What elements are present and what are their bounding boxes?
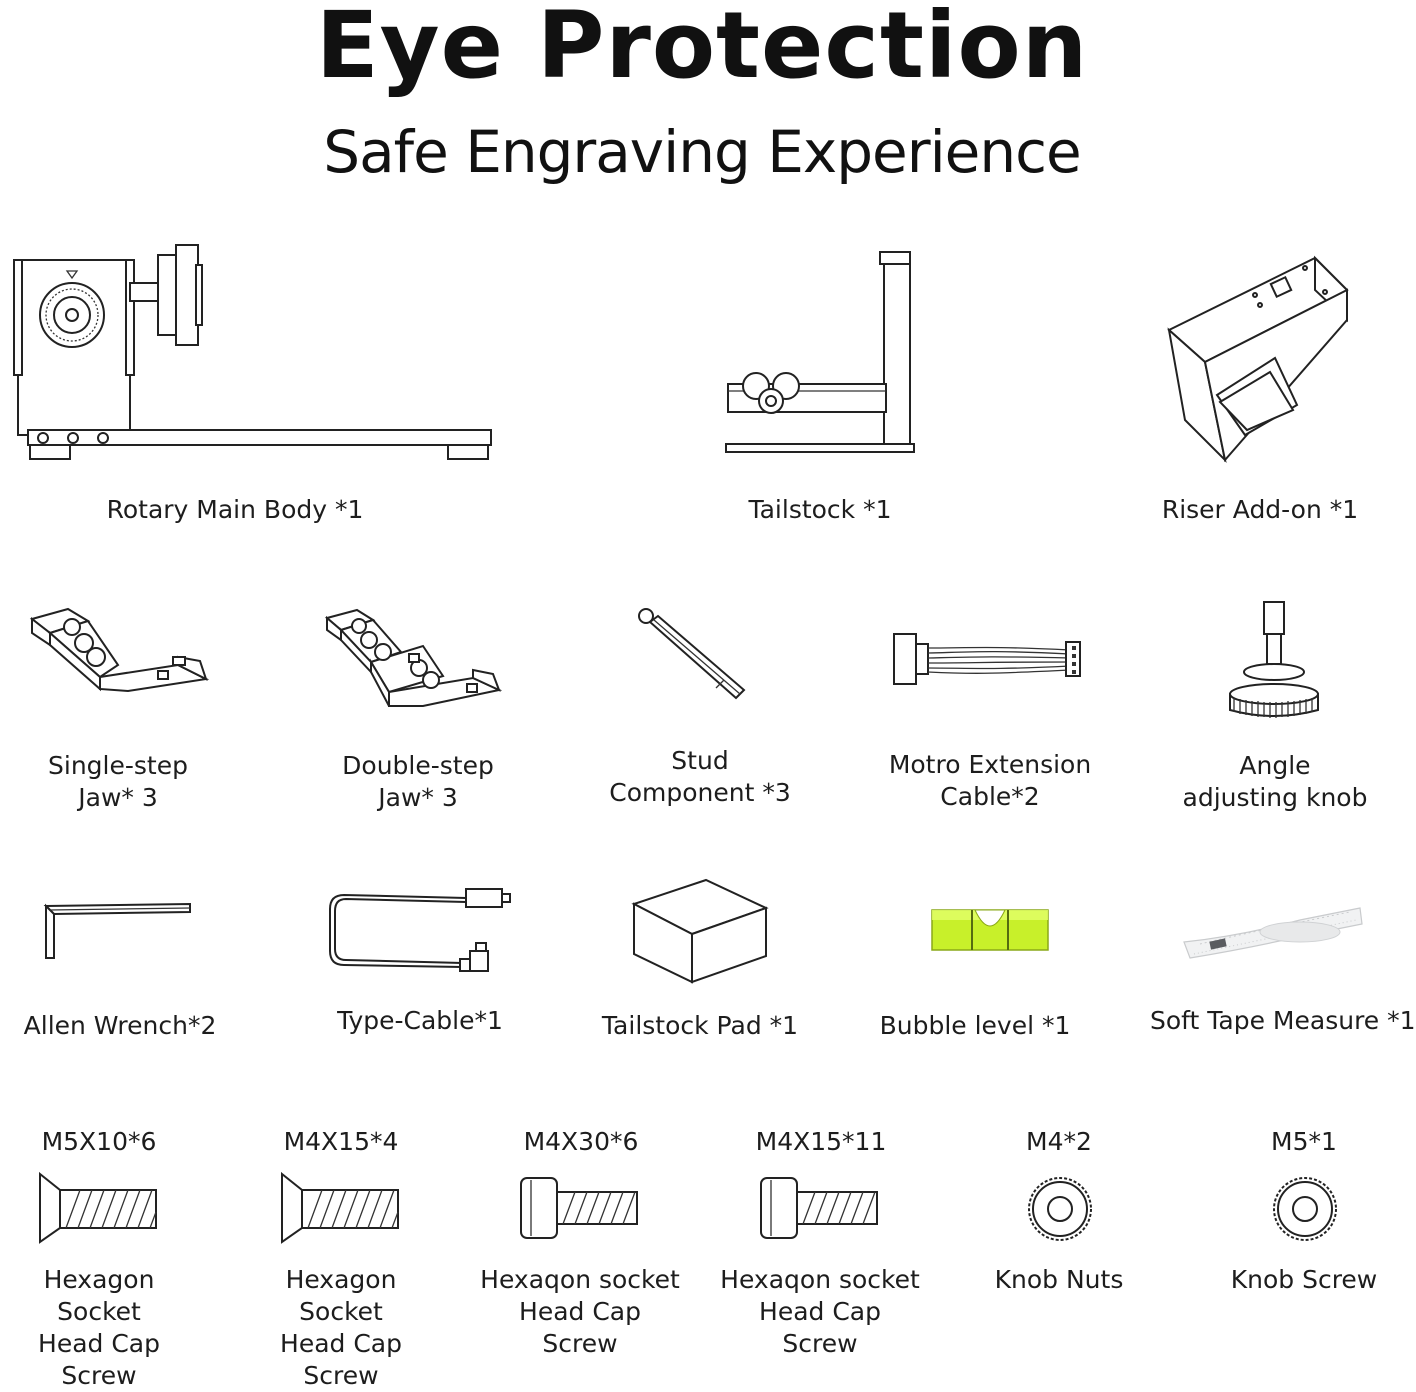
bubble-level-icon (930, 908, 1050, 953)
item-label-tailstock-pad: Tailstock Pad *1 (601, 1011, 799, 1040)
item-label-single-step-jaw: Single-step Jaw* 3 (48, 751, 188, 812)
screw-label-2: Hexagon Socket Head Cap Screw (280, 1265, 402, 1390)
cap-screw-icon (757, 1174, 882, 1242)
extension-cable-icon (890, 630, 1085, 690)
item-label-double-step-jaw: Double-step Jaw* 3 (342, 751, 494, 812)
item-label-bubble-level: Bubble level *1 (879, 1011, 1071, 1040)
item-label-extension-cable: Motro Extension Cable*2 (888, 750, 1092, 811)
item-label-rotary-main-body: Rotary Main Body *1 (106, 495, 364, 524)
countersunk-screw-icon (36, 1172, 161, 1246)
cap-screw-icon (517, 1174, 642, 1242)
screw-size-m5x10: M5X10*6 (41, 1127, 157, 1156)
knob-screw-icon (1270, 1174, 1340, 1244)
screw-label-1: Hexagon Socket Head Cap Screw (38, 1265, 160, 1390)
tailstock-pad-icon (630, 878, 770, 986)
item-label-stud-component: Stud Component *3 (609, 746, 791, 807)
tailstock-icon (722, 248, 917, 458)
nut-size-m4: M4*2 (1026, 1127, 1092, 1156)
angle-knob-icon (1220, 598, 1330, 723)
item-label-tailstock: Tailstock *1 (748, 495, 892, 524)
item-label-type-cable: Type-Cable*1 (337, 1006, 503, 1035)
item-label-riser-add-on: Riser Add-on *1 (1161, 495, 1359, 524)
allen-wrench-icon (42, 900, 197, 965)
rotary-main-body-icon (10, 245, 495, 465)
countersunk-screw-icon (278, 1172, 403, 1246)
double-step-jaw-icon (323, 606, 503, 711)
page-subtitle: Safe Engraving Experience (323, 118, 1081, 186)
single-step-jaw-icon (28, 605, 208, 695)
tape-measure-icon (1180, 902, 1365, 972)
knob-screw-label: Knob Screw (1230, 1265, 1378, 1294)
screw-label-4: Hexaqon socket Head Cap Screw (720, 1265, 920, 1358)
type-cable-icon (326, 885, 516, 980)
item-label-angle-knob: Angle adjusting knob (1182, 751, 1368, 812)
riser-add-on-icon (1165, 250, 1355, 465)
screw-size-m4x15: M4X15*4 (283, 1127, 399, 1156)
screw-size-m4x15-11: M4X15*11 (755, 1127, 887, 1156)
stud-component-icon (636, 604, 751, 704)
page-title: Eye Protection (315, 0, 1089, 99)
item-label-allen-wrench: Allen Wrench*2 (23, 1011, 217, 1040)
screw-size-m5: M5*1 (1271, 1127, 1337, 1156)
screw-label-3: Hexaqon socket Head Cap Screw (480, 1265, 680, 1358)
nut-label: Knob Nuts (994, 1265, 1124, 1294)
knob-nut-icon (1025, 1174, 1095, 1244)
screw-size-m4x30: M4X30*6 (523, 1127, 639, 1156)
item-label-tape-measure: Soft Tape Measure *1 (1150, 1006, 1416, 1035)
